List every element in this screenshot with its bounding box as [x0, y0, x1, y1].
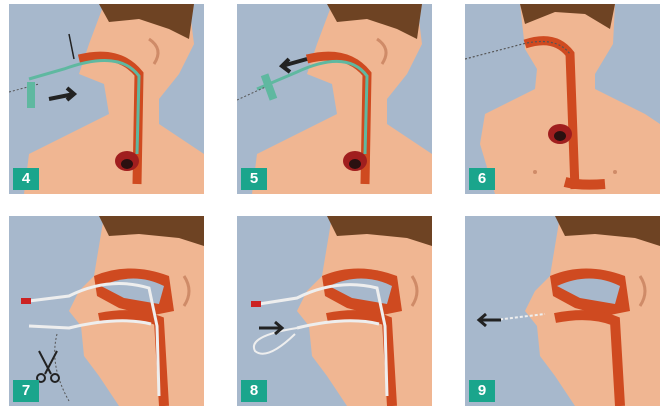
illustration-step-5	[237, 4, 432, 194]
step-number-badge: 5	[241, 168, 267, 190]
clamp-icon	[27, 82, 35, 108]
panel-step-9: 9	[465, 216, 660, 406]
step-number-badge: 9	[469, 380, 495, 402]
step-number-badge: 8	[241, 380, 267, 402]
illustration-step-6	[465, 4, 660, 194]
step-number-badge: 6	[469, 168, 495, 190]
step-number-badge: 4	[13, 168, 39, 190]
step-number-badge: 7	[13, 380, 39, 402]
panel-step-7: 7	[9, 216, 204, 406]
illustration-step-4	[9, 4, 204, 194]
tube-tip-icon	[251, 301, 261, 307]
panel-step-8: 8	[237, 216, 432, 406]
illustration-step-7	[9, 216, 204, 406]
tube-tip-icon	[21, 298, 31, 304]
panel-step-4: 4	[9, 4, 204, 194]
panel-step-5: 5	[237, 4, 432, 194]
panel-step-6: 6	[465, 4, 660, 194]
illustration-step-9	[465, 216, 660, 406]
illustration-step-8	[237, 216, 432, 406]
